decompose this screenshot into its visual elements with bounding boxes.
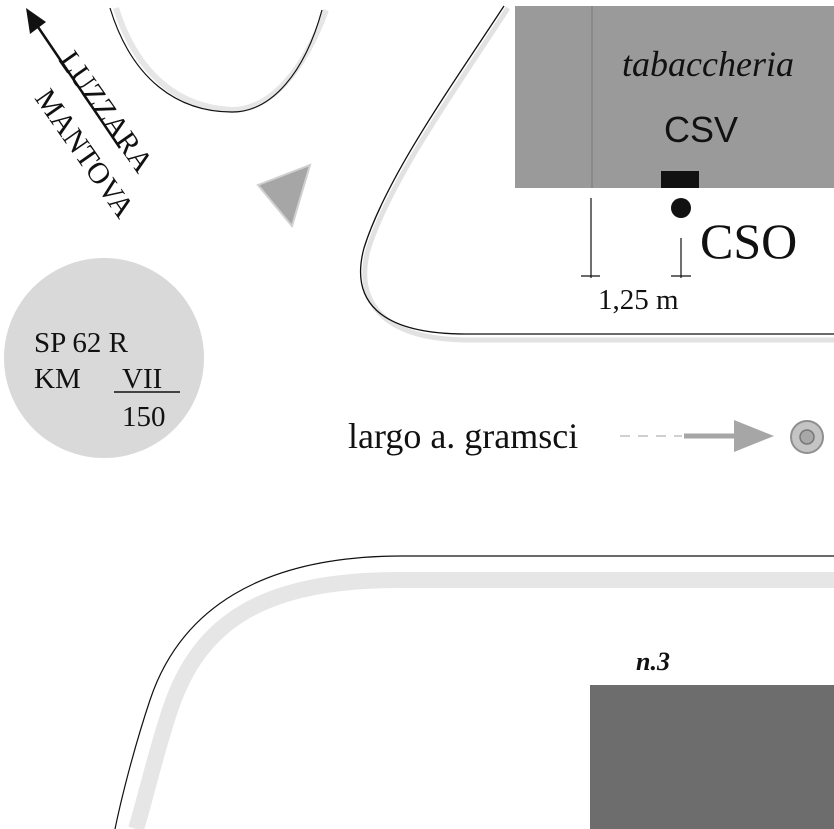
shop-code: CSV [664,109,738,150]
road-marker-km-label: KM [34,363,81,395]
shop-block: tabaccheria CSV [515,6,834,188]
road-marker-km-value: VII [122,363,162,395]
triangle-pointer-icon [256,163,312,229]
building-number: n.3 [636,647,670,676]
shop-entrance-marker [661,171,699,188]
road-marker-route: SP 62 R [34,327,129,359]
road-curve-top-left [109,7,329,114]
road-marker-sub-value: 150 [122,401,166,433]
direction-arrow [26,8,122,149]
road-curve-bottom [114,555,834,829]
road-marker: SP 62 R KM VII 150 [4,258,204,458]
arrow-up-left-icon [26,8,46,34]
street-name: largo a. gramsci [348,416,578,456]
road-curve-shop-block [359,5,834,343]
cso-point-icon [671,198,691,218]
building-block [590,685,834,829]
cso-label: CSO [700,213,797,269]
target-circle-icon [790,420,824,454]
arrow-right-icon [734,420,774,452]
distance-indicator [581,198,691,278]
shop-name: tabaccheria [622,44,794,84]
distance-label: 1,25 m [598,284,679,316]
street-arrow [620,420,774,452]
